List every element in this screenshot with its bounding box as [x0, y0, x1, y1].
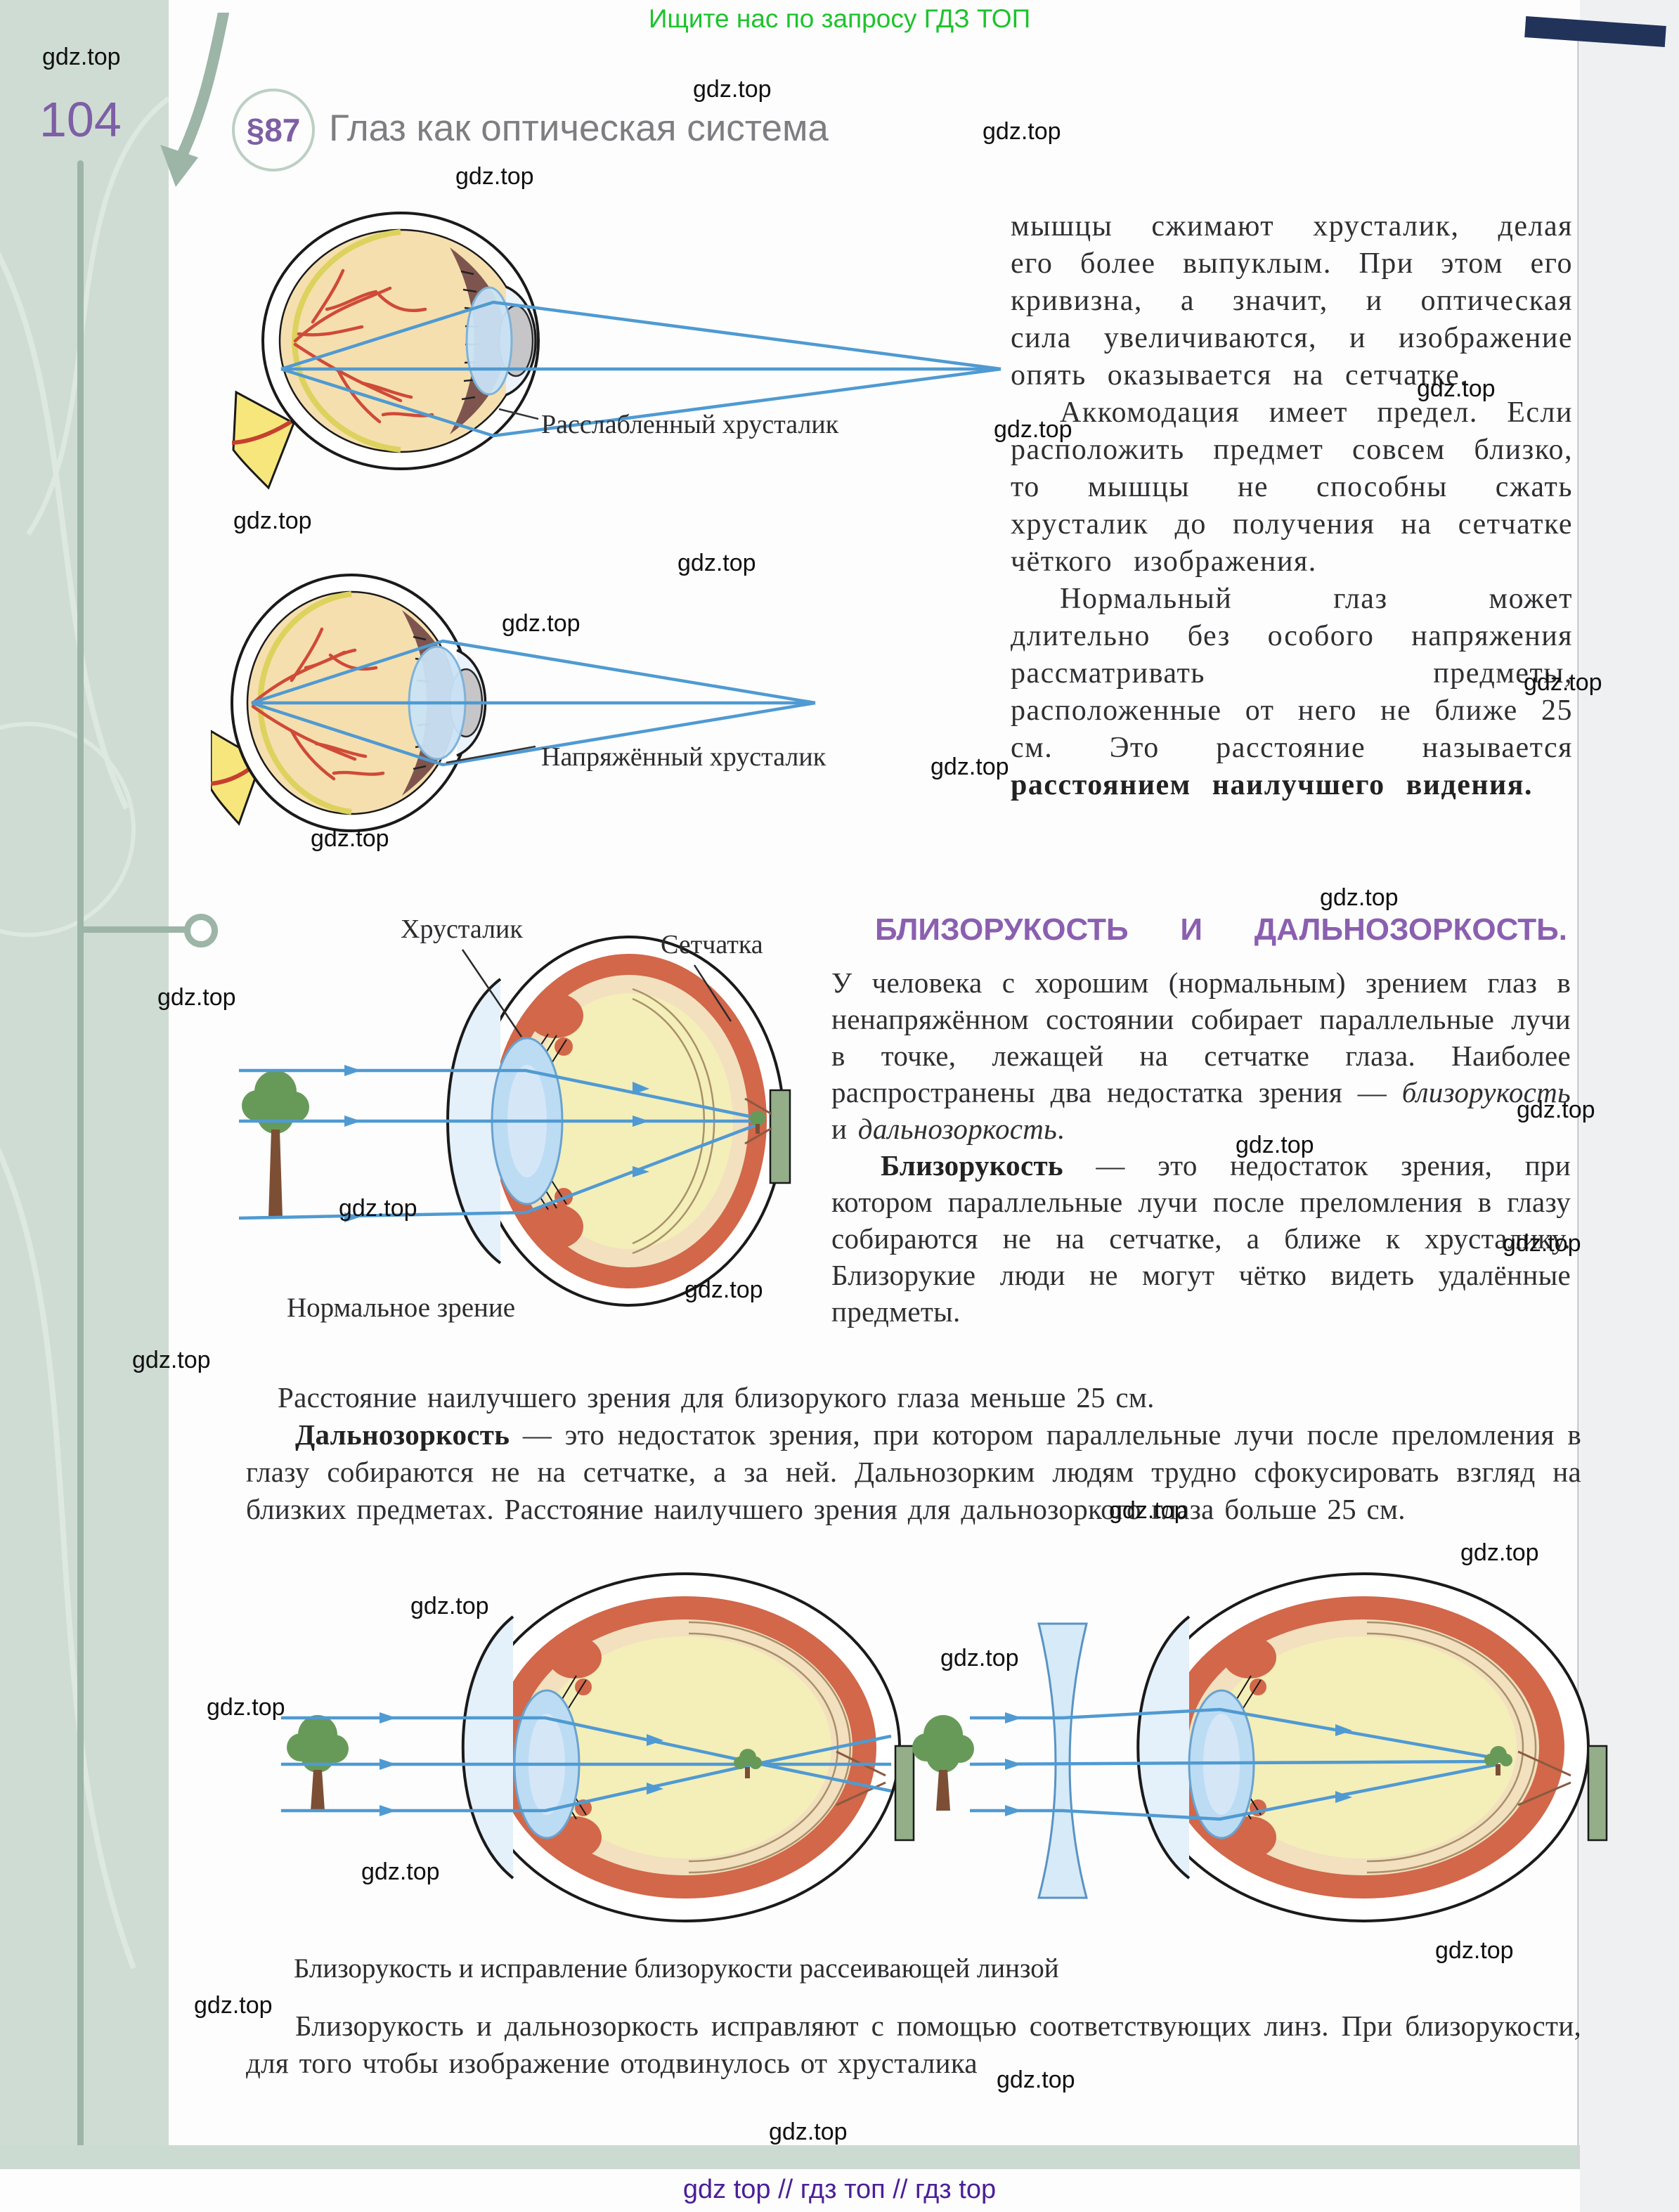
right-column-text: мышцы сжимают хрусталик, делая его более… — [1011, 208, 1573, 804]
watermark: gdz.top — [1417, 375, 1496, 402]
best-vision-distance-term: расстоянием наилучшего видения. — [1011, 769, 1533, 801]
page-number: 104 — [39, 92, 122, 147]
page-title: Глаз как оптическая система — [329, 108, 829, 149]
watermark: gdz.top — [1524, 669, 1602, 696]
paragraph-best-vision: Нормальный глаз может длительно без особ… — [1011, 583, 1573, 801]
sidebar-node-ring-icon — [184, 914, 218, 947]
footer-site-links: gdz top // гдз топ // гдз top — [682, 2175, 997, 2204]
watermark: gdz.top — [931, 753, 1009, 780]
watermark: gdz.top — [1236, 1132, 1314, 1158]
watermark: gdz.top — [410, 1593, 489, 1619]
lens-callout-label: Хрусталик — [401, 914, 523, 944]
watermark: gdz.top — [940, 1645, 1019, 1671]
watermark: gdz.top — [207, 1694, 285, 1721]
normal-vision-caption: Нормальное зрение — [287, 1293, 516, 1323]
sidebar-curves-icon — [0, 96, 169, 1970]
closing-text-block: Близорукость и дальнозоркость исправляют… — [246, 2007, 1581, 2082]
term-myopia: близорукость — [1401, 1076, 1571, 1108]
right-column-text-2: У человека с хорошим (нормальным) зрение… — [831, 964, 1571, 1330]
paragraph-myopia: Близорукость — это недостаток зрения, пр… — [831, 1149, 1571, 1328]
relaxed-lens-label: Расслабленный хрусталик — [541, 410, 839, 439]
watermark: gdz.top — [132, 1347, 211, 1373]
subheading-myopia-hyperopia: БЛИЗОРУКОСТЬ И ДАЛЬНОЗОРКОСТЬ. — [875, 912, 1567, 947]
watermark: gdz.top — [42, 44, 121, 70]
watermark: gdz.top — [1460, 1539, 1539, 1566]
sidebar-branch-line — [80, 926, 190, 933]
myopia-correction-caption: Близорукость и исправление близорукости … — [294, 1953, 1059, 1984]
watermark: gdz.top — [678, 550, 756, 576]
sidebar-decoration — [0, 0, 169, 2169]
myopia-eye-figure — [281, 1572, 915, 1922]
paragraph-accommodation-2: Аккомодация имеет предел. Если расположи… — [1011, 396, 1573, 578]
watermark: gdz.top — [769, 2119, 848, 2145]
watermark: gdz.top — [693, 76, 772, 103]
watermark: gdz.top — [685, 1276, 763, 1303]
bottom-text-block: Расстояние наилучшего зрения для близору… — [246, 1379, 1581, 1528]
watermark: gdz.top — [1503, 1230, 1581, 1257]
relaxed-lens-eye-figure — [232, 212, 1001, 490]
watermark: gdz.top — [455, 163, 534, 190]
paragraph-correction: Близорукость и дальнозоркость исправляют… — [246, 2010, 1581, 2079]
watermark: gdz.top — [1435, 1937, 1514, 1964]
paragraph-normal-sight: У человека с хорошим (нормальным) зрение… — [831, 966, 1571, 1145]
term-hyperopia: дальнозоркость — [857, 1113, 1058, 1145]
sidebar-vertical-line — [77, 160, 84, 2169]
paragraph-myopia-distance: Расстояние наилучшего зрения для близору… — [278, 1381, 1155, 1414]
watermark: gdz.top — [502, 610, 581, 637]
paragraph-hyperopia: Дальнозоркость — это недостаток зрения, … — [246, 1418, 1581, 1525]
hyperopia-term: Дальнозоркость — [295, 1418, 510, 1451]
watermark: gdz.top — [194, 1992, 273, 2019]
myopia-corrected-eye-figure — [912, 1572, 1608, 1922]
book-page-edge — [1580, 0, 1679, 2212]
page-crease — [1577, 28, 1579, 2165]
strained-lens-eye-figure — [211, 574, 816, 832]
watermark: gdz.top — [157, 984, 236, 1011]
watermark: gdz.top — [311, 825, 389, 852]
normal-vision-eye-figure — [239, 936, 791, 1307]
watermark: gdz.top — [361, 1858, 440, 1885]
paragraph-accommodation-1: мышцы сжимают хрусталик, делая его более… — [1011, 210, 1573, 392]
retina-callout-label: Сетчатка — [661, 930, 763, 959]
section-badge: §87 — [232, 89, 315, 172]
promo-header: Ищите нас по запросу ГДЗ ТОП — [648, 4, 1031, 33]
curved-arrow-icon — [160, 13, 229, 187]
watermark: gdz.top — [1320, 884, 1399, 911]
page-bottom-edge — [0, 2145, 1679, 2169]
watermark: gdz.top — [1109, 1497, 1188, 1524]
watermark: gdz.top — [983, 118, 1061, 145]
watermark: gdz.top — [994, 416, 1072, 443]
strained-lens-label: Напряжённый хрусталик — [541, 742, 826, 772]
watermark: gdz.top — [233, 507, 312, 534]
myopia-term: Близорукость — [881, 1149, 1063, 1182]
watermark: gdz.top — [997, 2067, 1075, 2093]
watermark: gdz.top — [339, 1195, 417, 1222]
watermark: gdz.top — [1517, 1097, 1595, 1123]
